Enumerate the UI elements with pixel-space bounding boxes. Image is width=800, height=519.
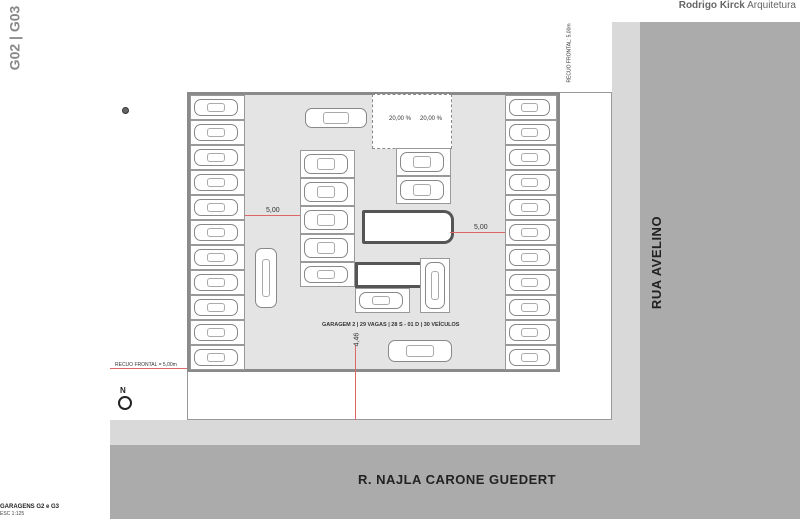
car-icon	[400, 152, 444, 172]
garage-label: GARAGEM 2 | 29 VAGAS | 28 S - 01 D | 30 …	[322, 322, 460, 328]
street-najla	[110, 445, 800, 519]
setback-top: RECUO FRONTAL: 5,00m	[566, 23, 573, 83]
car-icon	[194, 274, 238, 291]
level-marker-icon	[122, 107, 129, 114]
parking-space	[190, 170, 245, 195]
setback-left: RECUO FRONTAL = 5,00m	[115, 362, 177, 368]
header-brand: Rodrigo Kirck Arquitetura	[679, 0, 796, 11]
car-icon	[400, 180, 444, 200]
car-icon	[359, 292, 403, 309]
car-icon	[509, 149, 550, 166]
parking-space	[505, 120, 557, 145]
ramp-slope-1: 20,00 %	[389, 116, 412, 122]
car-icon	[194, 124, 238, 141]
parking-space	[300, 206, 355, 234]
north-arrow: N	[118, 386, 132, 410]
car-icon	[509, 299, 550, 316]
parking-space	[190, 220, 245, 245]
parking-space	[190, 95, 245, 120]
ramp	[372, 94, 452, 149]
parking-space	[190, 270, 245, 295]
dim-left: 5,00	[266, 207, 280, 214]
parking-space	[190, 245, 245, 270]
parking-space	[190, 145, 245, 170]
car-icon	[509, 224, 550, 241]
car-icon	[194, 224, 238, 241]
sidewalk-right	[612, 22, 640, 447]
parking-space	[505, 220, 557, 245]
car-icon	[509, 174, 550, 191]
north-label: N	[120, 386, 126, 395]
car-icon	[425, 262, 445, 309]
parking-space	[505, 245, 557, 270]
car-icon	[305, 108, 367, 128]
car-icon	[304, 210, 348, 230]
car-icon	[509, 324, 550, 341]
parking-space	[396, 176, 451, 204]
car-icon	[194, 324, 238, 341]
ramp-slope-2: 20,00 %	[420, 116, 443, 122]
parking-space	[190, 345, 245, 370]
brand-light: Arquitetura	[747, 0, 796, 11]
car-icon	[304, 154, 348, 174]
parking-space	[505, 170, 557, 195]
dim-vertical: 4,46	[353, 332, 361, 347]
car-icon	[304, 266, 348, 283]
parking-space	[300, 234, 355, 262]
footer-scale: ESC 1:125	[0, 511, 25, 517]
car-icon	[509, 199, 550, 216]
car-icon	[194, 174, 238, 191]
stair-core	[362, 210, 454, 244]
parking-space	[355, 288, 410, 313]
parking-space	[396, 148, 451, 176]
car-icon	[194, 149, 238, 166]
parking-space	[190, 195, 245, 220]
parking-space	[300, 178, 355, 206]
car-icon	[255, 248, 277, 308]
parking-space	[300, 150, 355, 178]
parking-space	[190, 120, 245, 145]
parking-space	[505, 270, 557, 295]
car-icon	[509, 349, 550, 366]
dim-right: 5,00	[474, 224, 488, 231]
sidewalk-bottom	[110, 420, 640, 445]
parking-space	[420, 258, 450, 313]
car-icon	[194, 199, 238, 216]
parking-space	[190, 295, 245, 320]
parking-space	[505, 195, 557, 220]
car-icon	[388, 340, 452, 362]
car-icon	[509, 274, 550, 291]
car-icon	[194, 99, 238, 116]
car-icon	[194, 349, 238, 366]
car-icon	[304, 182, 348, 202]
footer-title: GARAGENS G2 e G3	[0, 504, 60, 510]
car-icon	[509, 99, 550, 116]
parking-space	[505, 320, 557, 345]
car-icon	[194, 299, 238, 316]
street-label-right: RUA AVELINO	[649, 215, 665, 310]
parking-space	[505, 295, 557, 320]
brand-bold: Rodrigo Kirck	[678, 0, 745, 11]
car-icon	[194, 249, 238, 266]
car-icon	[304, 238, 348, 258]
car-icon	[509, 124, 550, 141]
car-icon	[509, 249, 550, 266]
parking-space	[505, 145, 557, 170]
parking-space	[300, 262, 355, 287]
street-label-bottom: R. NAJLA CARONE GUEDERT	[358, 472, 557, 487]
parking-space	[505, 345, 557, 370]
parking-space	[505, 95, 557, 120]
storage-rooms	[355, 262, 423, 288]
street-rua-avelino	[640, 22, 800, 519]
sheet-title: G02 | G03	[6, 5, 23, 71]
parking-space	[190, 320, 245, 345]
